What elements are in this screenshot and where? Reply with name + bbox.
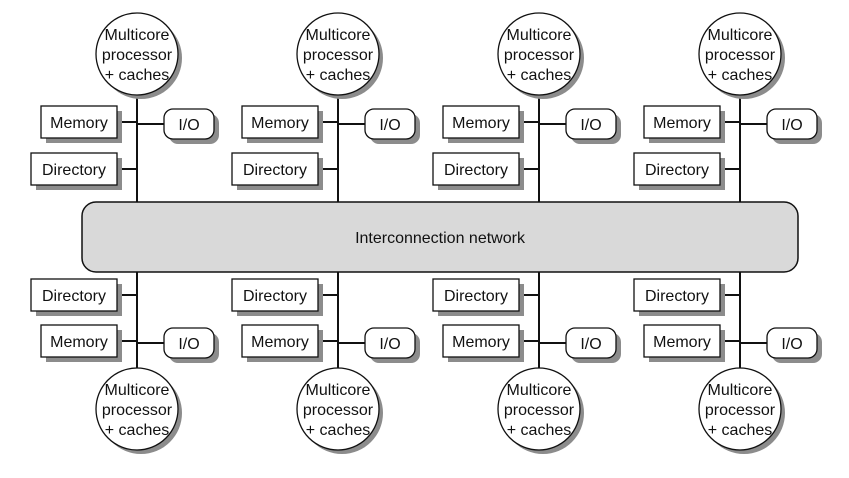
io-label: I/O [580,117,601,134]
io-box [364,108,416,140]
processor-label-line-2: processor [102,47,173,64]
memory-label: Memory [452,334,510,351]
processor-label-line-3: + caches [708,422,772,439]
io-box [766,108,818,140]
io-label: I/O [178,117,199,134]
directory-box [231,152,319,186]
memory-box [241,105,319,139]
processor-label-line-2: processor [705,47,776,64]
interconnection-network [81,201,799,273]
processor-label-line-1: Multicore [105,382,170,399]
directory-box [432,152,520,186]
processor-circle [95,12,179,96]
processor-label-line-2: processor [303,402,374,419]
directory-box [231,278,319,312]
io-label: I/O [178,336,199,353]
directory-label: Directory [42,162,106,179]
io-box [364,327,416,359]
processor-label-line-3: + caches [306,422,370,439]
directory-label: Directory [444,162,508,179]
processor-label-line-1: Multicore [306,27,371,44]
memory-label: Memory [251,115,309,132]
io-box [163,327,215,359]
network-layer: Interconnection network [81,201,799,273]
io-box [163,108,215,140]
processor-circle [95,367,179,451]
processor-circle [296,12,380,96]
memory-label: Memory [251,334,309,351]
directory-label: Directory [645,162,709,179]
directory-box [633,152,721,186]
io-label: I/O [781,336,802,353]
processor-circle [497,367,581,451]
processor-label-line-2: processor [303,47,374,64]
interconnection-network-label: Interconnection network [355,230,526,247]
processor-label-line-1: Multicore [507,27,572,44]
memory-box [241,324,319,358]
processor-label-line-2: processor [504,47,575,64]
processor-label-line-2: processor [705,402,776,419]
directory-box [633,278,721,312]
io-box [565,108,617,140]
memory-box [643,105,721,139]
processor-circle [497,12,581,96]
processor-label-line-3: + caches [507,67,571,84]
processor-label-line-1: Multicore [708,27,773,44]
processor-circle [698,367,782,451]
io-label: I/O [379,336,400,353]
processor-label-line-2: processor [504,402,575,419]
directory-label: Directory [645,288,709,305]
directory-label: Directory [444,288,508,305]
memory-box [442,324,520,358]
io-label: I/O [379,117,400,134]
directory-box [30,152,118,186]
memory-box [442,105,520,139]
memory-box [40,324,118,358]
processor-label-line-1: Multicore [708,382,773,399]
io-label: I/O [580,336,601,353]
io-label: I/O [781,117,802,134]
processor-label-line-3: + caches [507,422,571,439]
processor-label-line-3: + caches [708,67,772,84]
processor-label-line-1: Multicore [105,27,170,44]
memory-label: Memory [50,115,108,132]
memory-box [40,105,118,139]
processor-circle [296,367,380,451]
memory-label: Memory [653,334,711,351]
processor-circle [698,12,782,96]
directory-label: Directory [42,288,106,305]
directory-label: Directory [243,288,307,305]
processor-label-line-3: + caches [105,67,169,84]
memory-label: Memory [653,115,711,132]
memory-box [643,324,721,358]
directory-box [432,278,520,312]
directory-box [30,278,118,312]
processor-label-line-3: + caches [105,422,169,439]
directory-label: Directory [243,162,307,179]
processor-label-line-3: + caches [306,67,370,84]
memory-label: Memory [50,334,108,351]
io-box [565,327,617,359]
memory-label: Memory [452,115,510,132]
processor-label-line-1: Multicore [507,382,572,399]
io-box [766,327,818,359]
processor-label-line-2: processor [102,402,173,419]
processor-label-line-1: Multicore [306,382,371,399]
